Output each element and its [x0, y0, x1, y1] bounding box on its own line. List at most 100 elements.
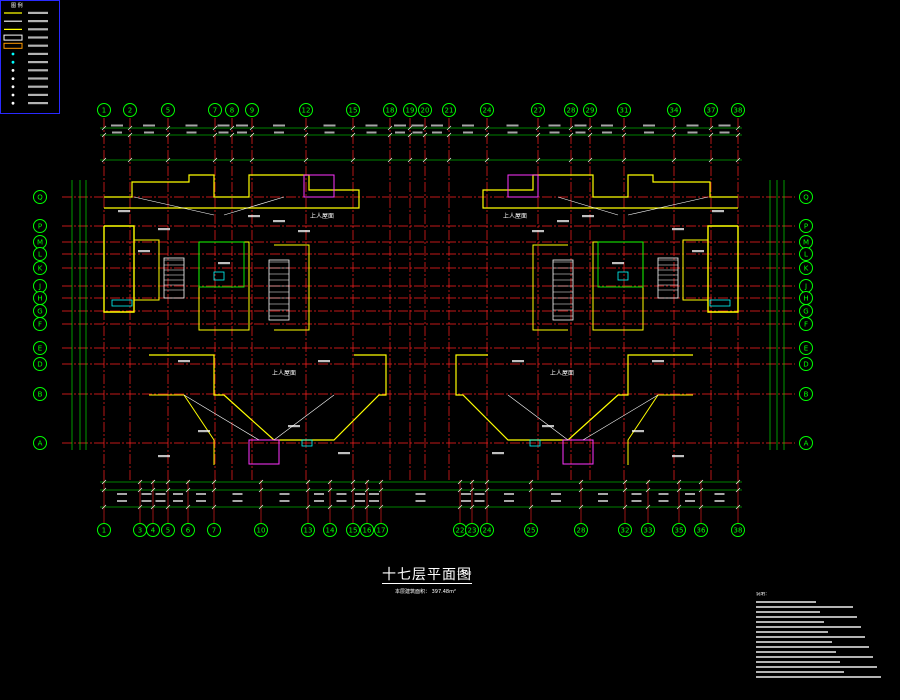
axis-bottom-label: 32	[621, 527, 630, 535]
dimension-tick	[621, 157, 627, 163]
axis-top-label: 9	[250, 107, 254, 115]
roof-slope-line	[273, 394, 335, 441]
dimension-tick	[484, 125, 490, 131]
window-frame	[303, 174, 335, 198]
dimension-tick	[249, 125, 255, 131]
note-line	[756, 666, 877, 669]
dimension-tick	[387, 157, 393, 163]
legend-text-mark	[28, 36, 48, 39]
dimension-value-mark	[112, 131, 122, 134]
axis-right-label: A	[804, 440, 809, 448]
dimension-tick	[622, 479, 628, 485]
axis-bottom-circle	[524, 523, 538, 537]
drawing-title: 十七层平面图	[382, 567, 472, 583]
axis-right-circle	[799, 341, 813, 355]
dimension-value-mark	[411, 124, 424, 127]
window-frame	[507, 174, 539, 198]
dimension-value-mark	[232, 493, 243, 495]
room-label-mark	[632, 430, 644, 433]
dimension-tick	[127, 125, 133, 131]
dimension-tick	[185, 487, 191, 493]
dimension-value-mark	[237, 131, 247, 134]
axis-top-circle	[617, 103, 631, 117]
dimension-value-mark	[685, 500, 695, 502]
axis-left-label: P	[38, 223, 42, 231]
dimension-tick	[708, 132, 714, 138]
axis-top-circle	[564, 103, 578, 117]
dimension-tick	[735, 125, 741, 131]
legend-symbols	[3, 11, 48, 105]
dimension-value-mark	[155, 493, 166, 495]
room-label: 上人屋面	[550, 369, 574, 377]
dimension-tick	[587, 125, 593, 131]
dimension-tick	[535, 125, 541, 131]
dimension-tick	[303, 125, 309, 131]
room-label-mark	[273, 220, 285, 223]
dimension-value-mark	[144, 131, 154, 134]
room-label-mark	[692, 250, 704, 253]
axis-left-circle	[33, 436, 47, 450]
axis-top-circle	[442, 103, 456, 117]
dimension-value-mark	[355, 493, 365, 495]
legend-title: 图 例	[11, 3, 23, 9]
dimension-tick	[671, 157, 677, 163]
dimension-tick	[484, 479, 490, 485]
axis-top-label: 28	[567, 107, 576, 115]
legend-symbol	[11, 101, 15, 105]
note-line	[756, 621, 824, 624]
legend-text-mark	[28, 102, 48, 105]
dimension-value-mark	[355, 500, 365, 502]
note-line	[756, 626, 861, 629]
axis-top-circle	[480, 103, 494, 117]
axis-bottom-circle	[323, 523, 337, 537]
dimension-tick	[327, 504, 333, 510]
axis-left-label: A	[38, 440, 43, 448]
dimension-tick	[457, 487, 463, 493]
axis-right-circle	[799, 357, 813, 371]
axis-grid	[62, 118, 795, 523]
stair	[657, 257, 679, 299]
stair	[163, 257, 185, 299]
dimension-tick	[407, 132, 413, 138]
legend-panel: 图 例	[0, 0, 60, 114]
dimension-tick	[229, 132, 235, 138]
dimension-tick	[587, 157, 593, 163]
dimension-value-mark	[719, 131, 730, 134]
legend-text-mark	[28, 28, 48, 31]
dimension-value-mark	[232, 500, 243, 502]
room-label-mark	[198, 430, 210, 433]
axis-bottom-circle	[207, 523, 221, 537]
axis-right-circle	[799, 219, 813, 233]
axis-left-label: G	[37, 308, 42, 316]
dimension-value-mark	[274, 131, 284, 134]
dimension-tick	[185, 479, 191, 485]
dimension-tick	[165, 157, 171, 163]
dimension-tick	[364, 504, 370, 510]
axis-right-label: K	[804, 265, 809, 273]
fixture	[301, 439, 313, 447]
note-line	[756, 676, 881, 679]
dimension-tick	[137, 479, 143, 485]
dimension-value-mark	[549, 131, 560, 134]
wall-block	[532, 244, 568, 331]
dimension-tick	[422, 157, 428, 163]
axis-bottom-label: 28	[577, 527, 586, 535]
note-line	[756, 611, 820, 614]
room-label-mark	[582, 215, 594, 218]
plan-details: 上人屋面上人屋面上人屋面上人屋面	[111, 196, 731, 458]
axis-bottom-circle	[301, 523, 315, 537]
dimension-value-mark	[218, 131, 229, 134]
axis-bottom-circle	[731, 523, 745, 537]
dimension-tick	[258, 504, 264, 510]
dimension-tick	[127, 157, 133, 163]
room-label-mark	[652, 360, 664, 363]
axis-right-label: G	[803, 308, 808, 316]
dimension-tick	[735, 479, 741, 485]
room-label-mark	[248, 215, 260, 218]
dimension-tick	[305, 487, 311, 493]
axis-bottom-circle	[346, 523, 360, 537]
legend-text-mark	[28, 11, 48, 14]
dimension-tick	[137, 487, 143, 493]
wall-outline	[482, 174, 738, 209]
